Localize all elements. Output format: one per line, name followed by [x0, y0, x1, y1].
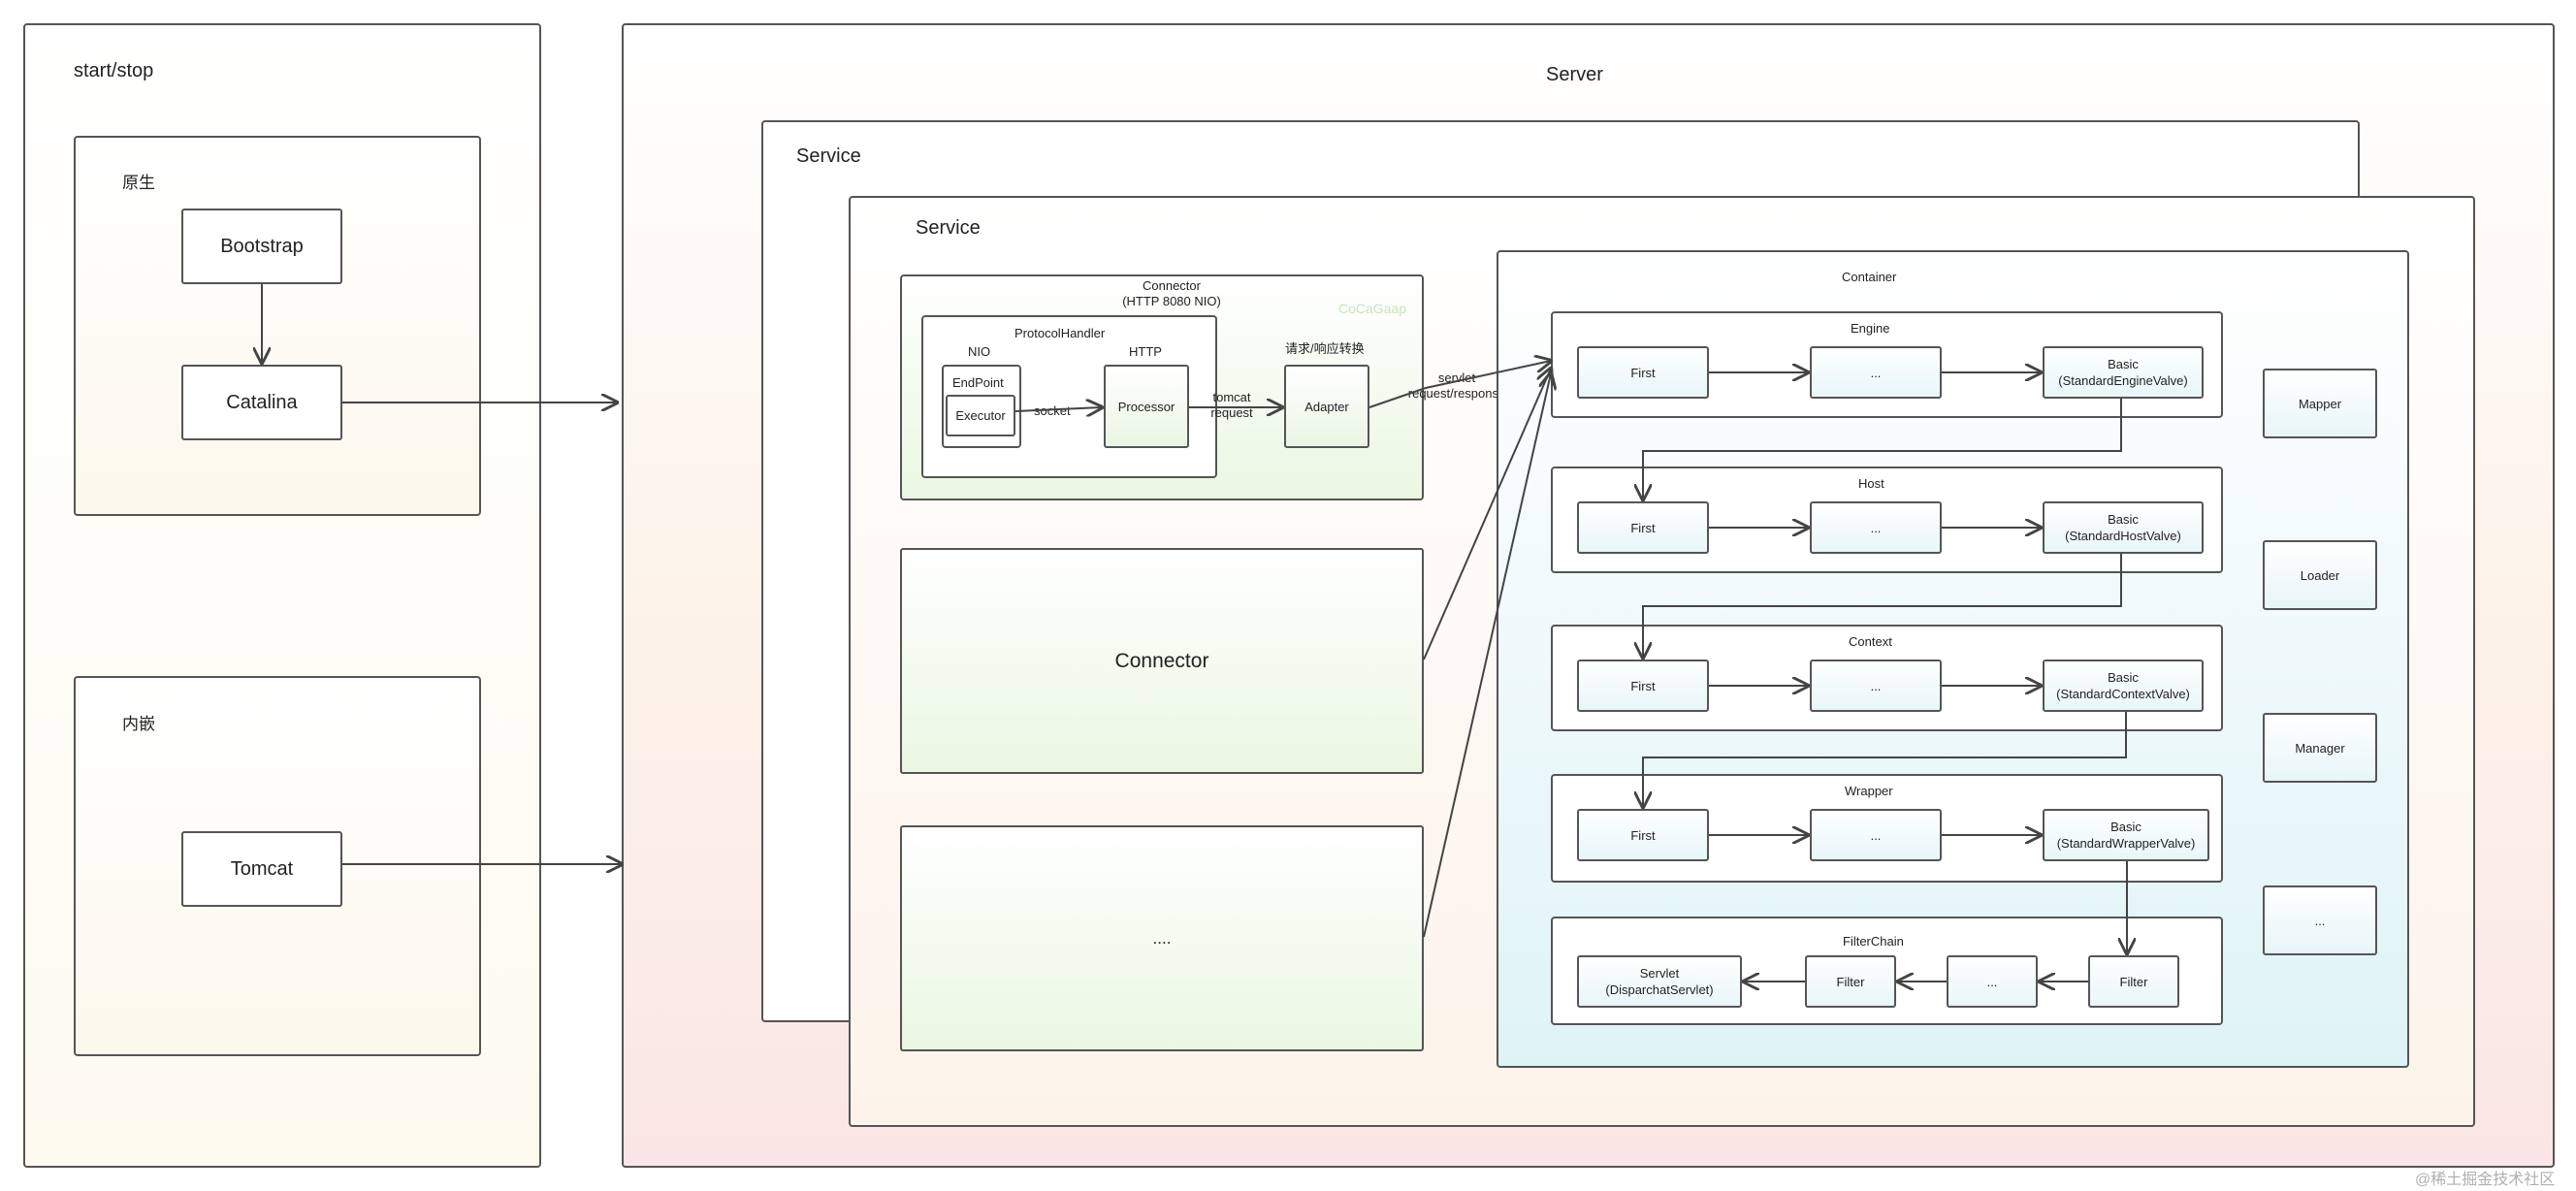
- watermark: @稀土掘金技术社区: [2415, 1172, 2556, 1188]
- tomcat-node: Tomcat: [181, 831, 342, 907]
- convert-label: 请求/响应转换: [1285, 341, 1365, 356]
- filter-1-node: Filter: [1805, 955, 1896, 1008]
- native-group-title: 原生: [122, 174, 155, 192]
- engine-basic-valve: Basic (StandardEngineValve): [2043, 346, 2204, 399]
- container-title: Container: [1842, 270, 1897, 284]
- server-title: Server: [1546, 64, 1603, 85]
- wrapper-first-valve: First: [1577, 809, 1709, 861]
- native-group: [74, 136, 481, 516]
- socket-label: socket: [1034, 403, 1071, 418]
- loader-node: Loader: [2263, 540, 2377, 610]
- endpoint-label: EndPoint: [952, 375, 1004, 390]
- filter-mid-node: ...: [1947, 955, 2038, 1008]
- tomcat-request-label: tomcat request: [1210, 390, 1253, 420]
- http-label: HTTP: [1129, 344, 1162, 359]
- context-basic-valve: Basic (StandardContextValve): [2043, 660, 2204, 712]
- bootstrap-node: Bootstrap: [181, 209, 342, 284]
- connector-faded-text: CoCaGaap: [1338, 301, 1407, 316]
- mapper-node: Mapper: [2263, 369, 2377, 438]
- host-basic-valve: Basic (StandardHostValve): [2043, 501, 2204, 554]
- nio-label: NIO: [968, 344, 991, 359]
- start-stop-title: start/stop: [74, 60, 154, 81]
- connector-2-box: Connector: [900, 548, 1424, 774]
- host-first-valve: First: [1577, 501, 1709, 554]
- context-title: Context: [1849, 634, 1892, 649]
- service-title: Service: [916, 217, 981, 239]
- filterchain-title: FilterChain: [1843, 934, 1904, 949]
- executor-node: Executor: [946, 395, 1015, 436]
- host-title: Host: [1858, 476, 1884, 491]
- service-back-title: Service: [796, 145, 861, 167]
- filter-2-node: Filter: [2088, 955, 2179, 1008]
- embedded-group-title: 内嵌: [122, 715, 155, 733]
- host-mid-valve: ...: [1810, 501, 1942, 554]
- engine-title: Engine: [1851, 321, 1890, 336]
- manager-node: Manager: [2263, 713, 2377, 783]
- context-mid-valve: ...: [1810, 660, 1942, 712]
- wrapper-basic-valve: Basic (StandardWrapperValve): [2043, 809, 2209, 861]
- wrapper-title: Wrapper: [1845, 784, 1893, 798]
- adapter-node: Adapter: [1284, 365, 1369, 448]
- processor-node: Processor: [1104, 365, 1189, 448]
- engine-first-valve: First: [1577, 346, 1709, 399]
- servlet-node: Servlet (DisparchatServlet): [1577, 955, 1742, 1008]
- connector-3-box: ....: [900, 825, 1424, 1051]
- wrapper-mid-valve: ...: [1810, 809, 1942, 861]
- context-first-valve: First: [1577, 660, 1709, 712]
- protocol-handler-title: ProtocolHandler: [1014, 326, 1106, 340]
- catalina-node: Catalina: [181, 365, 342, 440]
- more-components-node: ...: [2263, 885, 2377, 955]
- connector-main-title: Connector (HTTP 8080 NIO): [1122, 278, 1221, 308]
- engine-mid-valve: ...: [1810, 346, 1942, 399]
